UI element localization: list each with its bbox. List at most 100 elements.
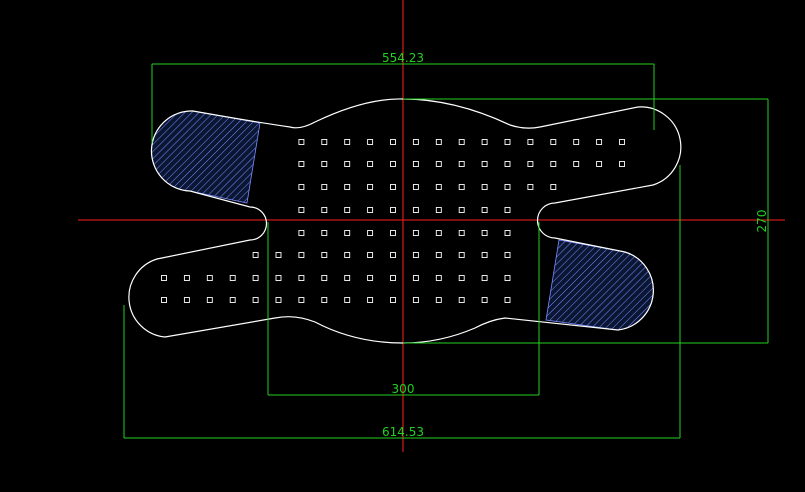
hole <box>206 275 213 281</box>
hole <box>252 252 259 258</box>
hole <box>298 184 305 190</box>
hole <box>481 139 488 145</box>
hole <box>390 252 396 258</box>
dimension-right <box>403 98 769 344</box>
hole <box>550 184 557 190</box>
hole <box>298 207 305 213</box>
hole <box>275 275 282 281</box>
hole <box>390 230 396 236</box>
hole <box>458 230 465 236</box>
hole <box>367 184 374 190</box>
hole <box>412 207 419 213</box>
dimension-center <box>267 222 540 396</box>
hole <box>504 161 511 167</box>
hole <box>435 275 442 281</box>
hole <box>229 275 236 281</box>
hole <box>412 275 419 281</box>
hole <box>458 252 465 258</box>
hole <box>550 161 557 167</box>
hole <box>481 252 488 258</box>
hole <box>412 139 419 145</box>
hole <box>527 184 534 190</box>
hole <box>367 139 374 145</box>
hole <box>390 297 396 303</box>
hole <box>412 297 419 303</box>
hole <box>367 161 374 167</box>
dimension-top-label: 554.23 <box>382 51 424 65</box>
hole <box>321 139 328 145</box>
hole <box>344 297 351 303</box>
hole <box>527 139 534 145</box>
hole <box>458 297 465 303</box>
hole <box>321 207 328 213</box>
hole <box>412 161 419 167</box>
hole <box>344 139 351 145</box>
hole <box>504 230 511 236</box>
hole <box>435 139 442 145</box>
hole <box>619 139 625 145</box>
hole <box>481 275 488 281</box>
hole <box>367 297 374 303</box>
hole <box>504 252 511 258</box>
hole <box>481 161 488 167</box>
hole <box>504 184 511 190</box>
hole <box>458 275 465 281</box>
hole <box>344 252 351 258</box>
hole <box>298 230 305 236</box>
part-outline <box>128 98 682 344</box>
hole <box>344 275 351 281</box>
hole <box>344 184 351 190</box>
hole <box>367 275 374 281</box>
hole <box>412 184 419 190</box>
hole <box>321 252 328 258</box>
hole <box>367 207 374 213</box>
hole <box>412 252 419 258</box>
hole <box>321 230 328 236</box>
hole <box>321 184 328 190</box>
hole <box>458 184 465 190</box>
dimension-top <box>151 63 655 143</box>
dimension-center-label: 300 <box>392 382 415 396</box>
hole <box>458 207 465 213</box>
hole <box>183 297 190 303</box>
dimension-bottom-label: 614.53 <box>382 425 424 439</box>
hole-grid <box>161 139 625 303</box>
hole <box>252 275 259 281</box>
hole <box>367 252 374 258</box>
hole <box>321 297 328 303</box>
hole <box>504 297 511 303</box>
hole <box>161 275 167 281</box>
hole <box>252 297 259 303</box>
hole <box>298 275 305 281</box>
hole <box>481 230 488 236</box>
hole <box>527 161 534 167</box>
hole <box>435 297 442 303</box>
hole <box>412 230 419 236</box>
hole <box>390 275 396 281</box>
hole <box>344 207 351 213</box>
hole <box>344 230 351 236</box>
hole <box>481 297 488 303</box>
hole <box>504 207 511 213</box>
hole <box>367 230 374 236</box>
hole <box>435 207 442 213</box>
hole <box>573 139 580 145</box>
hole <box>298 161 305 167</box>
hole <box>435 230 442 236</box>
hole <box>321 275 328 281</box>
dimension-right-label: 270 <box>755 210 769 233</box>
hole <box>183 275 190 281</box>
hole <box>596 161 603 167</box>
hole <box>344 161 351 167</box>
hole <box>390 207 396 213</box>
hole <box>458 139 465 145</box>
hole <box>573 161 580 167</box>
hole <box>229 297 236 303</box>
hole <box>458 161 465 167</box>
hole <box>596 139 603 145</box>
hole <box>390 184 396 190</box>
hole <box>390 139 396 145</box>
hole <box>275 252 282 258</box>
hole <box>161 297 167 303</box>
